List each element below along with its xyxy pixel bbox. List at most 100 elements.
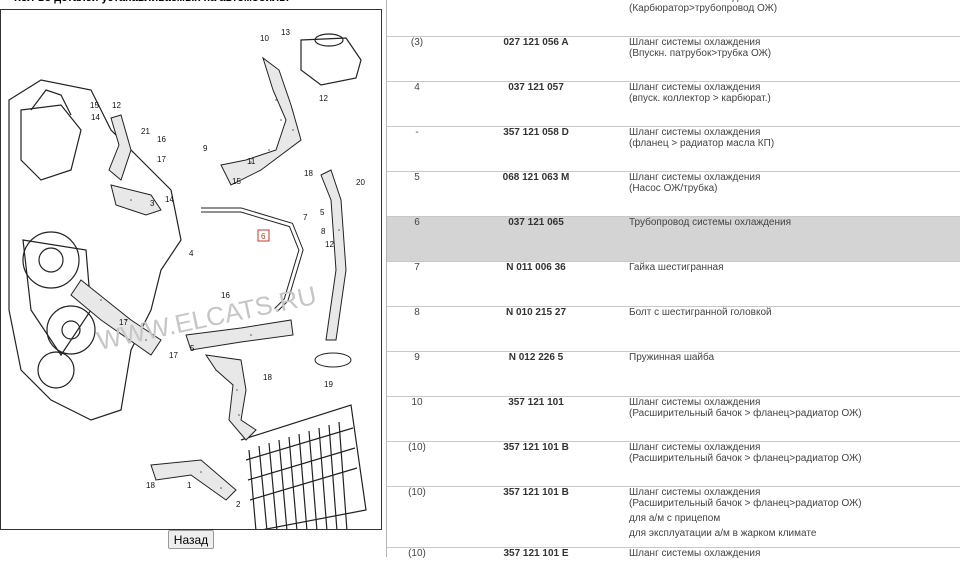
part-description-line: Гайка шестигранная [629, 262, 956, 273]
part-position: 8 [387, 307, 447, 352]
part-description-line: (Впускн. патрубок>трубка ОЖ) [629, 48, 956, 59]
part-description-line: (впуск. коллектор > карбюрат.) [629, 93, 956, 104]
callout: 18 [304, 169, 313, 178]
part-description-line: (фланец > радиатор масла КП) [629, 138, 956, 149]
part-description: Гайка шестигранная [625, 262, 960, 307]
part-description-line: Шланг системы охлаждения [629, 37, 956, 48]
part-description: Шланг системы охлаждения(Расширительный … [625, 487, 960, 548]
part-application-note: для эксплуатации а/м в жарком климате [629, 528, 956, 539]
part-description: Шланг системы охлаждения(Впускн. патрубо… [625, 37, 960, 82]
part-application-note: для а/м с прицепом [629, 513, 956, 524]
part-description: Трубопровод системы охлаждения [625, 217, 960, 262]
part-description: Болт с шестигранной головкой [625, 307, 960, 352]
table-row[interactable]: 3027 121 056 CШланг системы охлаждения(К… [387, 0, 960, 37]
callout: 13 [281, 28, 290, 37]
part-description-line: Болт с шестигранной головкой [629, 307, 956, 318]
callout: 4 [189, 249, 194, 258]
quantity-note: * - Кол-во деталей устанавливаемых на ав… [0, 0, 380, 8]
part-description-line: Шланг системы охлаждения [629, 442, 956, 453]
part-position: (3) [387, 37, 447, 82]
part-number[interactable]: 357 121 101 B [447, 442, 625, 487]
callout: 17 [169, 351, 178, 360]
part-description-line: Пружинная шайба [629, 352, 956, 363]
part-description-line: (Карбюратор>трубопровод ОЖ) [629, 3, 956, 14]
callout: 19 [324, 380, 333, 389]
callout: 1 [187, 481, 192, 490]
callout: 17 [119, 318, 128, 327]
callout: 5 [190, 344, 195, 353]
part-description-line: (Насос ОЖ/трубка) [629, 183, 956, 194]
callout: 16 [157, 135, 166, 144]
part-position: 6 [387, 217, 447, 262]
part-position: (10) [387, 442, 447, 487]
part-number[interactable]: 357 121 101 E [447, 548, 625, 568]
part-position: - [387, 127, 447, 172]
callout: 17 [157, 155, 166, 164]
part-position: 10 [387, 397, 447, 442]
part-description: Шланг системы охлаждения(Расширительный … [625, 442, 960, 487]
part-number[interactable]: N 011 006 36 [447, 262, 625, 307]
callout: 15 [232, 177, 241, 186]
callout: 21 [141, 127, 150, 136]
callout: 11 [247, 157, 256, 166]
part-position: (10) [387, 487, 447, 548]
part-position: (10) [387, 548, 447, 568]
callout: 12 [319, 94, 328, 103]
part-description-line: Шланг системы охлаждения [629, 487, 956, 498]
callout: 9 [203, 144, 208, 153]
part-description: Шланг системы охлаждения(фланец > радиат… [625, 127, 960, 172]
part-number[interactable]: 357 121 101 B [447, 487, 625, 548]
part-description-line: Шланг системы охлаждения [629, 172, 956, 183]
callout: 3 [150, 199, 155, 208]
callout: 12 [325, 240, 334, 249]
part-number[interactable]: 357 121 101 [447, 397, 625, 442]
callout: 10 [260, 34, 269, 43]
part-description: Шланг системы охлаждения(Расширительный … [625, 397, 960, 442]
part-description: Шланг системы охлаждения(Насос ОЖ/трубка… [625, 172, 960, 217]
part-number[interactable]: 068 121 063 M [447, 172, 625, 217]
callout: 15 [90, 101, 99, 110]
callout: 2 [236, 500, 241, 509]
part-number[interactable]: 037 121 057 [447, 82, 625, 127]
table-row[interactable]: (10)357 121 101 E Шланг системы охлаждени… [387, 548, 960, 568]
part-description: Шланг системы охлаждения [625, 548, 960, 568]
back-button[interactable]: Назад [168, 530, 214, 549]
part-description-line: Шланг системы охлаждения [629, 127, 956, 138]
callout: 5 [320, 208, 325, 217]
part-position: 3 [387, 0, 447, 37]
callout: 18 [263, 373, 272, 382]
part-description-line: Шланг системы охлаждения [629, 548, 956, 559]
part-description-line: (Расширительный бачок > фланец>радиатор … [629, 453, 956, 464]
part-number[interactable]: 027 121 056 C [447, 0, 625, 37]
part-description: Шланг системы охлаждения(Карбюратор>труб… [625, 0, 960, 37]
callout-selected[interactable]: 6 [261, 232, 266, 241]
part-description-line: (Расширительный бачок > фланец>радиатор … [629, 498, 956, 509]
callout: 8 [321, 227, 326, 236]
parts-diagram: WWW.ELCATS.RU 10 13 12 15 14 12 21 16 17… [0, 9, 382, 530]
part-position: 7 [387, 262, 447, 307]
callout: 16 [221, 291, 230, 300]
part-position: 4 [387, 82, 447, 127]
part-number[interactable]: 357 121 058 D [447, 127, 625, 172]
part-number[interactable]: 027 121 056 A [447, 37, 625, 82]
part-description-line: (Расширительный бачок > фланец>радиатор … [629, 408, 956, 419]
part-position: 5 [387, 172, 447, 217]
part-position: 9 [387, 352, 447, 397]
part-description-line: Шланг системы охлаждения [629, 82, 956, 93]
part-number[interactable]: N 012 226 5 [447, 352, 625, 397]
callout: 14 [165, 195, 174, 204]
part-number[interactable]: N 010 215 27 [447, 307, 625, 352]
part-number[interactable]: 037 121 065 [447, 217, 625, 262]
callout: 18 [146, 481, 155, 490]
